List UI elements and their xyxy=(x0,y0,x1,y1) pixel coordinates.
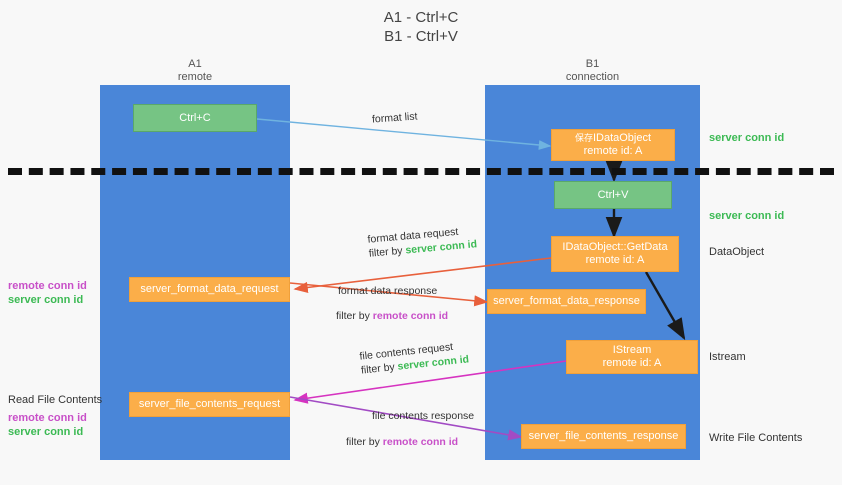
box-ctrl-v[interactable]: Ctrl+V xyxy=(554,181,672,209)
box-server-format-data-response[interactable]: server_format_data_response xyxy=(487,289,646,314)
fmt-resp-line1: format data response xyxy=(338,285,438,297)
box-idataobject-id: remote id: A xyxy=(583,145,643,157)
fmt-resp-line2: filter by remote conn id xyxy=(336,310,449,322)
box-getdata-id: remote id: A xyxy=(585,254,645,266)
box-ctrl-v-label: Ctrl+V xyxy=(597,188,629,201)
right-label-dataobject: DataObject xyxy=(709,246,765,258)
left-server-conn-id-1: server conn id xyxy=(8,294,84,306)
box-server-file-contents-response[interactable]: server_file_contents_response xyxy=(521,424,686,449)
left-label-read-file-contents: Read File Contents xyxy=(8,394,103,406)
arrow-format-data-request xyxy=(293,257,552,294)
left-remote-conn-id-1: remote conn id xyxy=(8,280,87,292)
lane-b1-sub: connection xyxy=(565,71,620,83)
file-resp-line1: file contents response xyxy=(372,410,475,422)
file-resp-line2: filter by remote conn id xyxy=(346,436,459,448)
arrow-file-contents-response xyxy=(289,396,523,441)
edge-label-format-data-response: format data response filter by remote co… xyxy=(336,284,449,323)
edge-label-file-contents-response: file contents response filter by remote … xyxy=(346,409,475,449)
box-getdata[interactable]: IDataObject::GetData remote id: A xyxy=(551,236,679,272)
fmt-resp-conn-id: remote conn id xyxy=(372,310,449,322)
box-istream[interactable]: IStream remote id: A xyxy=(566,340,698,374)
box-idataobject-title: 保存IDataObject xyxy=(574,132,652,144)
right-label-istream: Istream xyxy=(709,351,746,363)
file-resp-conn-id: remote conn id xyxy=(382,436,459,448)
left-annotation-file: remote conn id server conn id xyxy=(8,411,87,439)
lane-b1-name: B1 xyxy=(585,58,600,70)
arrow-format-list xyxy=(256,118,552,150)
box-fmt-resp-label: server_format_data_response xyxy=(493,295,640,307)
box-istream-title: IStream xyxy=(612,344,652,356)
box-file-resp-label: server_file_contents_response xyxy=(528,430,679,442)
arrow-getdata-to-istream xyxy=(644,271,686,341)
arrow-format-data-response xyxy=(289,282,489,307)
box-idataobject-prefix: 保存 xyxy=(574,133,593,143)
lane-header-b1: B1 connection xyxy=(485,58,700,84)
box-file-req-label: server_file_contents_request xyxy=(138,398,281,410)
title-line-1: A1 - Ctrl+C xyxy=(383,9,459,26)
box-ctrl-c-label: Ctrl+C xyxy=(179,111,211,124)
page-title: A1 - Ctrl+C B1 - Ctrl+V xyxy=(0,8,842,46)
left-remote-conn-id-2: remote conn id xyxy=(8,412,87,424)
lane-a1-sub: remote xyxy=(177,71,213,83)
left-annotation-format: remote conn id server conn id xyxy=(8,279,87,307)
left-server-conn-id-2: server conn id xyxy=(8,426,84,438)
lane-header-a1: A1 remote xyxy=(100,58,290,84)
lane-a1-name: A1 xyxy=(188,58,202,70)
phase-divider xyxy=(8,168,834,175)
right-label-server-conn-id-1: server conn id xyxy=(709,132,785,144)
box-istream-id: remote id: A xyxy=(602,357,662,369)
right-label-write-file-contents: Write File Contents xyxy=(709,432,803,444)
right-label-server-conn-id-2: server conn id xyxy=(709,210,785,222)
box-server-file-contents-request[interactable]: server_file_contents_request xyxy=(129,392,290,417)
box-getdata-title: IDataObject::GetData xyxy=(562,241,668,253)
title-line-2: B1 - Ctrl+V xyxy=(384,28,458,45)
box-ctrl-c[interactable]: Ctrl+C xyxy=(133,104,257,132)
box-server-format-data-request[interactable]: server_format_data_request xyxy=(129,277,290,302)
box-idataobject[interactable]: 保存IDataObject remote id: A xyxy=(551,129,675,161)
box-fmt-req-label: server_format_data_request xyxy=(140,283,279,295)
arrow-file-contents-request xyxy=(293,360,567,404)
